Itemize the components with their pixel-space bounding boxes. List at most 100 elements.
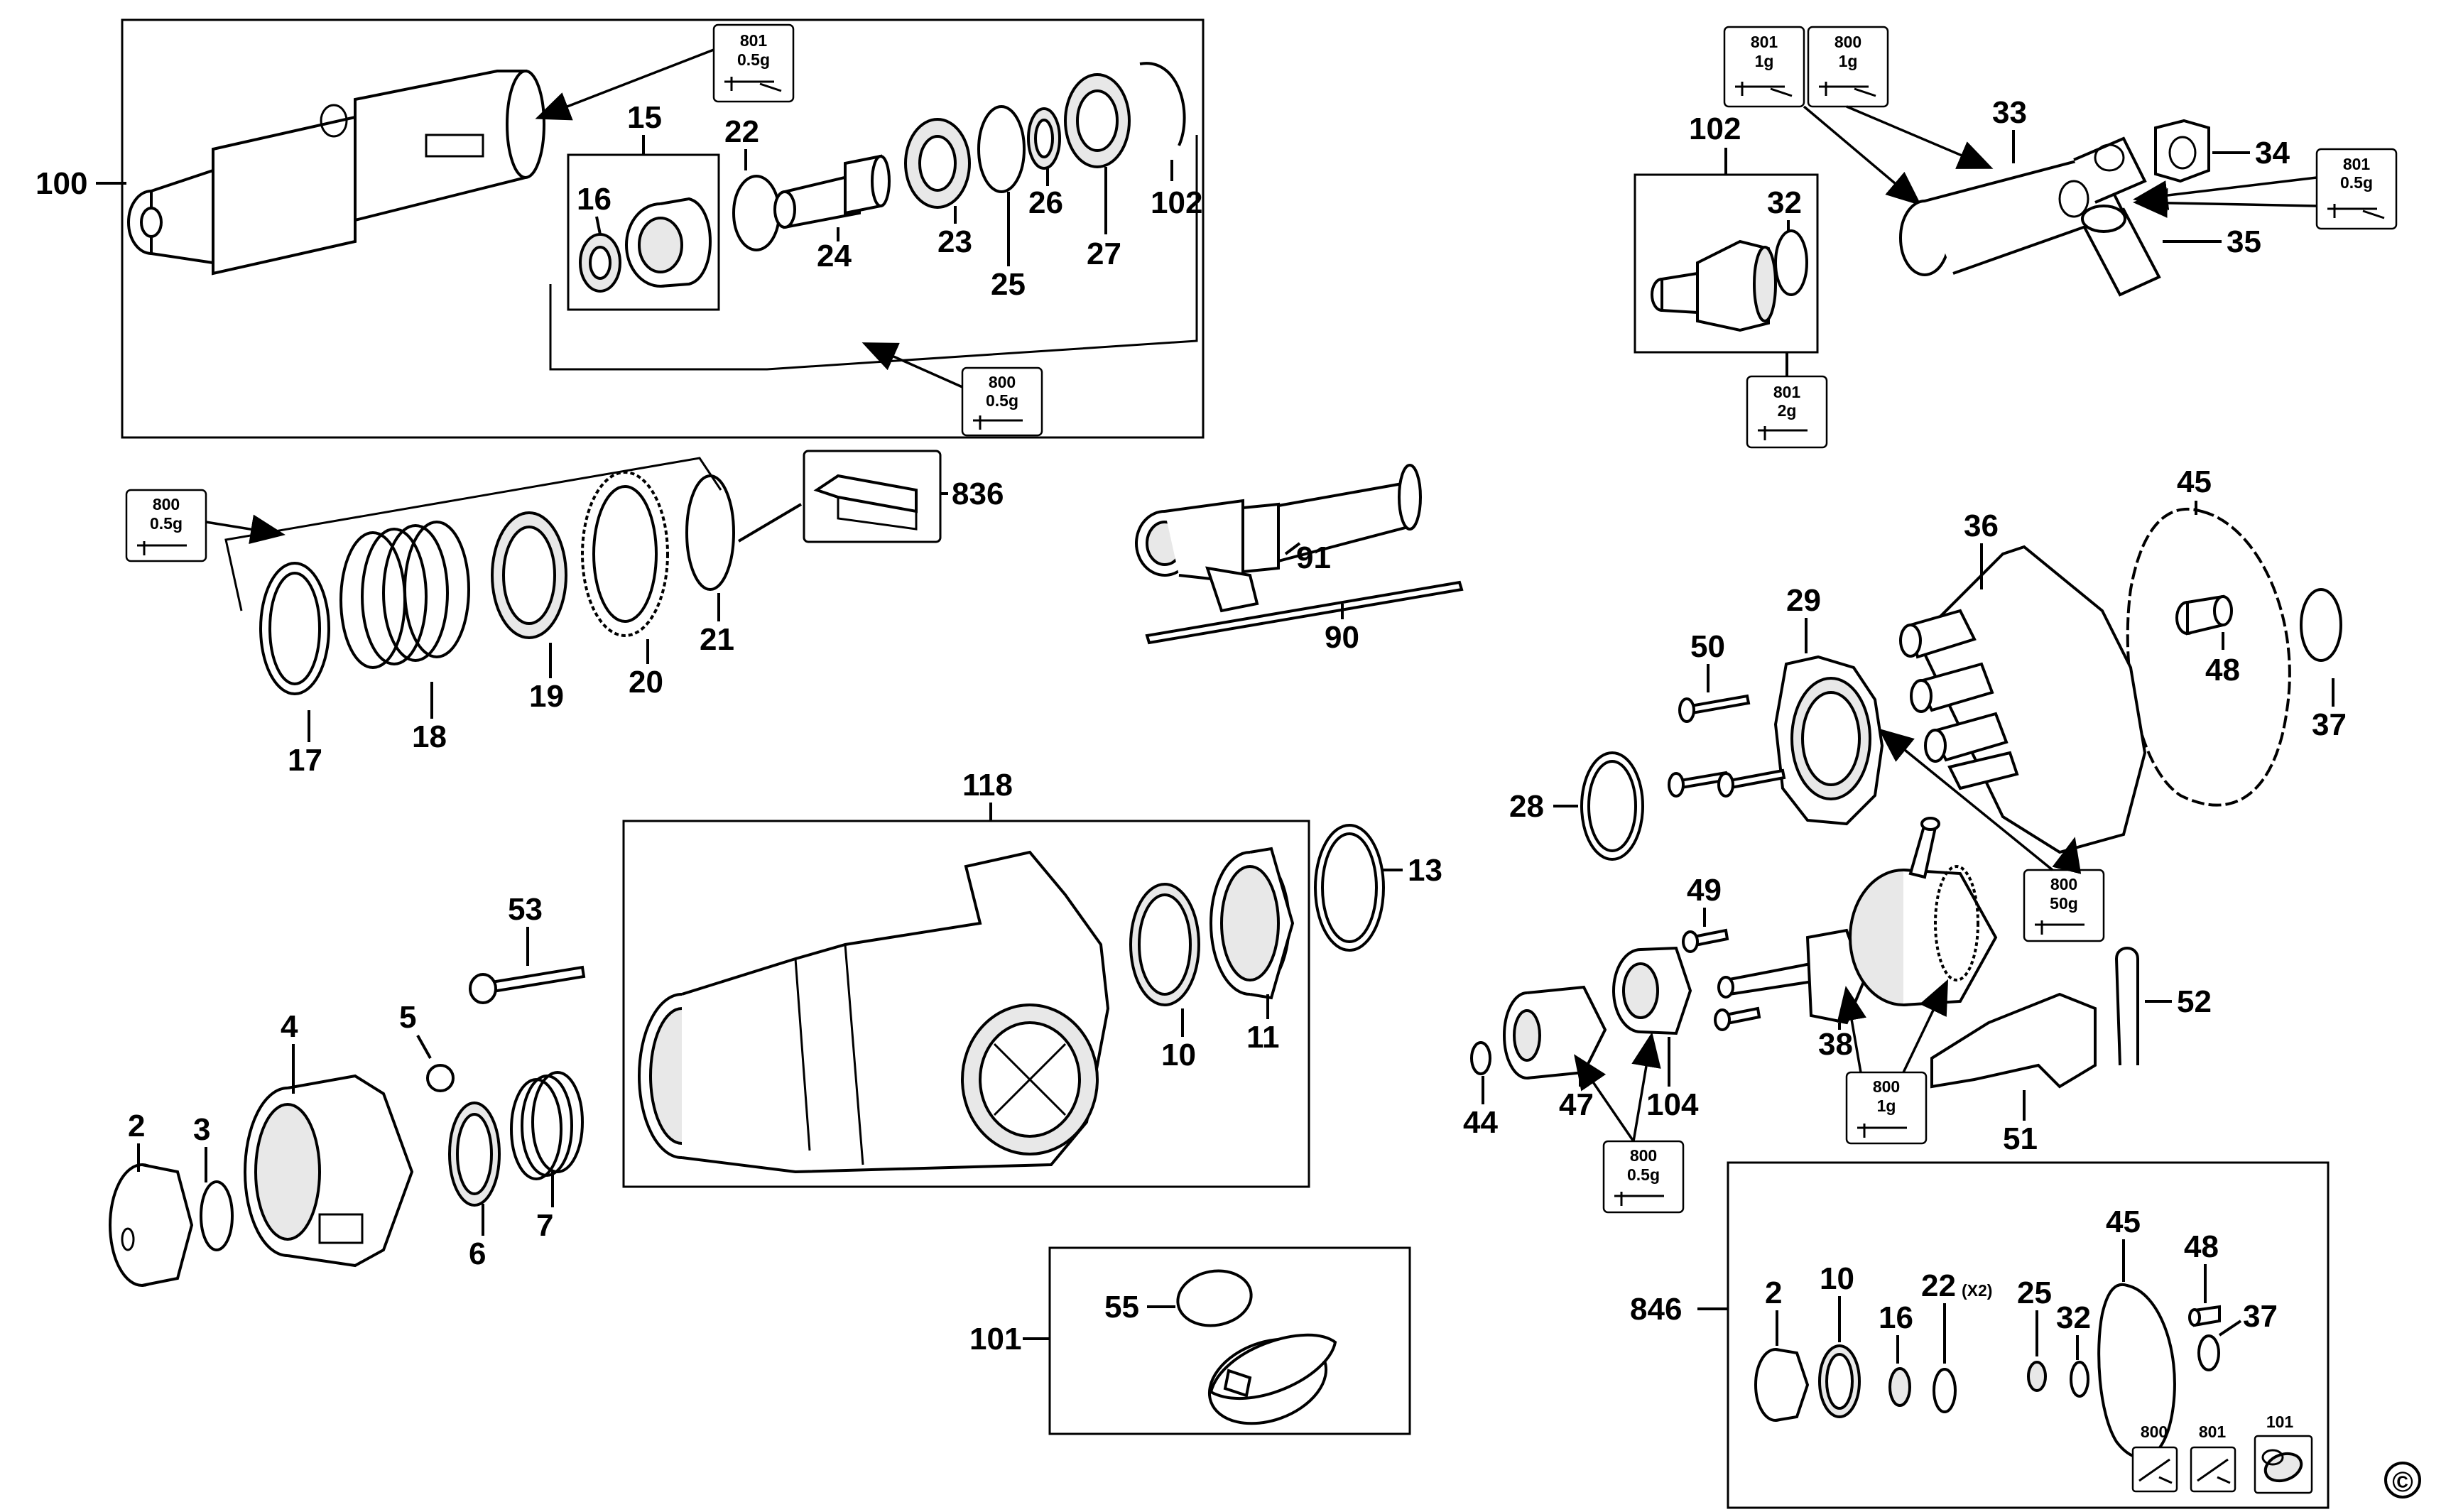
lube-tag-38-code: 800 bbox=[1873, 1077, 1900, 1096]
label-19: 19 bbox=[529, 679, 564, 714]
lube-tag-100-bottom: 800 0.5g bbox=[961, 366, 1043, 437]
part-51-bracket bbox=[1930, 992, 2097, 1089]
kit-part-45-gasket bbox=[2097, 1283, 2176, 1459]
label-50: 50 bbox=[1690, 629, 1725, 664]
kit-label-48: 48 bbox=[2184, 1229, 2219, 1264]
part-101-selector-knob bbox=[1207, 1333, 1337, 1425]
part-17-ring bbox=[259, 562, 330, 695]
label-836: 836 bbox=[952, 477, 1004, 511]
part-22-ring-a bbox=[732, 175, 781, 251]
kit-icon-101: 101 bbox=[2254, 1413, 2313, 1494]
spindle-part-100 bbox=[127, 70, 545, 276]
label-11: 11 bbox=[1246, 1020, 1280, 1055]
assembly-118-frame bbox=[622, 820, 1310, 1188]
label-20: 20 bbox=[629, 665, 663, 700]
part-52-clip bbox=[2114, 947, 2139, 1066]
part-18-spring bbox=[339, 521, 470, 669]
kit-label-16: 16 bbox=[1879, 1300, 1913, 1335]
label-18: 18 bbox=[412, 719, 447, 754]
lube-tag-33-a-code: 801 bbox=[1751, 33, 1778, 51]
kit-icon-101-label: 101 bbox=[2266, 1413, 2294, 1431]
label-102: 102 bbox=[1689, 112, 1741, 146]
label-27: 102 bbox=[1151, 185, 1202, 220]
part-37-ring bbox=[2300, 588, 2342, 662]
lube-tag-36-amount: 50g bbox=[2050, 894, 2078, 913]
lube-tag-36: 800 50g bbox=[2023, 869, 2105, 942]
label-118: 118 bbox=[962, 768, 1013, 803]
kit-part-48-pin bbox=[2188, 1305, 2221, 1327]
part-26-bearing bbox=[1064, 73, 1131, 168]
part-104-clutch bbox=[1612, 946, 1692, 1035]
label-3: 3 bbox=[193, 1112, 210, 1147]
label-100: 100 bbox=[36, 166, 87, 201]
lube-tag-33-a: 801 1g bbox=[1723, 26, 1805, 108]
kit-label-45: 45 bbox=[2106, 1204, 2141, 1239]
lube-tag-17-code: 800 bbox=[153, 495, 180, 513]
part-47-gear bbox=[1503, 985, 1607, 1079]
lube-tag-47-amount: 0.5g bbox=[1627, 1165, 1660, 1184]
lube-tag-17-amount: 0.5g bbox=[150, 514, 183, 533]
part-38-wobble-shaft bbox=[1717, 817, 1998, 1025]
kit-label-2: 2 bbox=[1765, 1276, 1782, 1310]
label-10: 10 bbox=[1161, 1038, 1196, 1072]
part-35-pin bbox=[2081, 205, 2161, 297]
label-6: 6 bbox=[469, 1236, 486, 1271]
part-44-washer bbox=[1470, 1041, 1491, 1075]
kit-label-22: 22 bbox=[1921, 1268, 1956, 1303]
part-3-ring bbox=[200, 1180, 234, 1251]
label-35: 35 bbox=[2227, 224, 2261, 259]
lube-tag-34: 801 0.5g bbox=[2315, 148, 2398, 230]
kit-label-25: 25 bbox=[2017, 1276, 2052, 1310]
label-32: 32 bbox=[1767, 185, 1802, 220]
part-118-gear-housing bbox=[638, 850, 1110, 1174]
part-13-ring bbox=[1314, 824, 1385, 952]
kit-label-22-qty: (X2) bbox=[1962, 1281, 1992, 1300]
label-21: 21 bbox=[700, 622, 734, 657]
label-2: 2 bbox=[128, 1109, 145, 1143]
kit-icon-800-label: 800 bbox=[2141, 1423, 2168, 1441]
lube-tag-38: 800 1g bbox=[1845, 1071, 1928, 1145]
assembly-101-frame bbox=[1048, 1246, 1411, 1435]
part-33-tube bbox=[1899, 136, 2147, 276]
label-22-a: 22 bbox=[724, 114, 759, 149]
part-20-gear bbox=[581, 471, 669, 637]
lube-tag-33-a-amount: 1g bbox=[1755, 52, 1774, 70]
label-91: 91 bbox=[1296, 540, 1331, 575]
assembly-100-frame bbox=[121, 18, 1205, 439]
part-53-screw bbox=[469, 965, 586, 1004]
lube-tag-100-bottom-amount: 0.5g bbox=[986, 391, 1018, 410]
label-17: 17 bbox=[288, 743, 322, 778]
part-45-gasket bbox=[2126, 507, 2291, 807]
label-15: 15 bbox=[627, 100, 662, 135]
kit-part-10-seal bbox=[1818, 1344, 1861, 1418]
label-38: 38 bbox=[1818, 1027, 1853, 1062]
part-34-block bbox=[2154, 119, 2210, 183]
part-32-ring-a bbox=[1774, 229, 1808, 296]
label-47: 47 bbox=[1559, 1087, 1594, 1122]
label-4: 4 bbox=[281, 1009, 298, 1044]
label-7: 7 bbox=[536, 1208, 553, 1243]
kit-icon-801: 801 bbox=[2190, 1423, 2236, 1493]
label-53: 53 bbox=[508, 892, 543, 927]
label-90: 90 bbox=[1325, 620, 1359, 655]
lube-tag-34-code: 801 bbox=[2343, 155, 2371, 173]
copyright-mark: © bbox=[2384, 1462, 2421, 1499]
kit-part-22-ring bbox=[1933, 1368, 1957, 1413]
part-48-pin bbox=[2175, 594, 2233, 636]
kit-part-16-spring bbox=[1888, 1367, 1911, 1407]
lube-tag-102-amount: 2g bbox=[1778, 401, 1797, 420]
label-26: 27 bbox=[1087, 236, 1121, 271]
lube-tag-34-amount: 0.5g bbox=[2340, 173, 2373, 192]
part-49-screws bbox=[1682, 928, 1761, 1031]
lube-tag-17: 800 0.5g bbox=[125, 489, 207, 562]
part-91-side-handle bbox=[1135, 464, 1422, 613]
copyright-symbol: © bbox=[2392, 1467, 2413, 1498]
kit-846-frame bbox=[1727, 1161, 2330, 1509]
lube-tag-33-b-amount: 1g bbox=[1839, 52, 1858, 70]
lube-tag-100-code: 801 bbox=[740, 31, 768, 50]
part-29-flange bbox=[1773, 655, 1884, 826]
label-37: 37 bbox=[2312, 707, 2347, 742]
part-2-cap bbox=[109, 1163, 194, 1287]
label-23: 23 bbox=[937, 224, 972, 259]
